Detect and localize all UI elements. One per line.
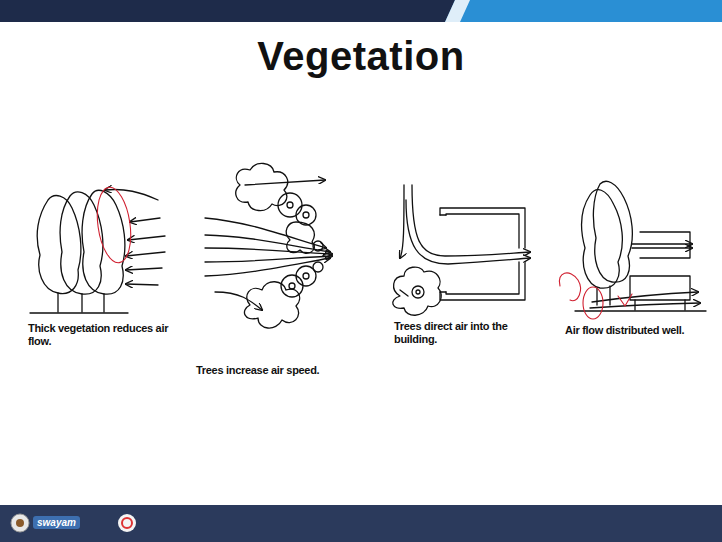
logo-text: swayam (33, 516, 80, 529)
figure-caption: Trees increase air speed. (196, 364, 346, 377)
footer-bar (0, 505, 722, 542)
trees-direct-air-sketch (393, 185, 530, 315)
slide-title: Vegetation (0, 34, 722, 79)
thick-vegetation-sketch (30, 185, 165, 313)
top-bar (0, 0, 722, 22)
trees-increase-speed-sketch (205, 163, 332, 328)
air-distribution-sketch (559, 181, 706, 319)
building-plan (440, 208, 525, 300)
institute-logo (11, 514, 29, 532)
partner-logo (118, 514, 136, 532)
top-bar-accent (445, 0, 722, 22)
figure-caption: Air flow distributed well. (565, 324, 715, 337)
figure-caption: Trees direct air into the building. (394, 320, 529, 346)
figure-caption: Thick vegetation reduces air flow. (28, 322, 178, 348)
